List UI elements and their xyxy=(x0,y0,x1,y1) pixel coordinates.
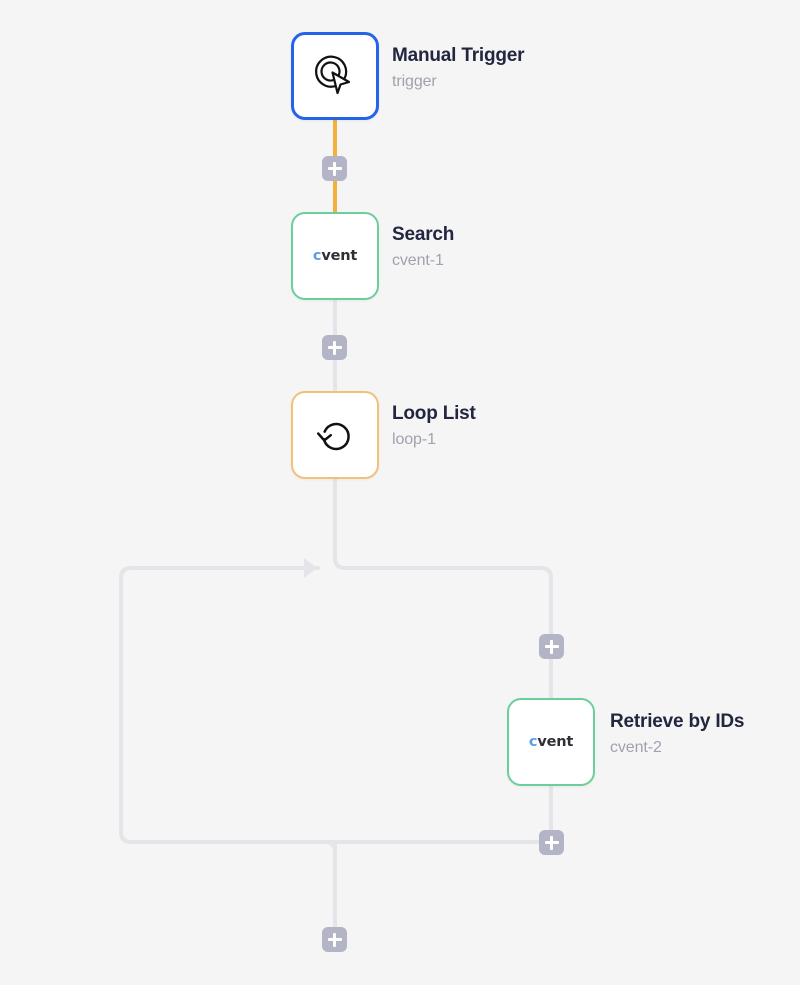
cursor-target-icon xyxy=(309,50,361,102)
node-subtitle: cvent-2 xyxy=(610,738,662,756)
workflow-node-cvent-2[interactable]: cvent xyxy=(507,698,595,786)
plus-vertical-bar-icon xyxy=(550,639,553,654)
add-node-button-loop-body-top[interactable] xyxy=(539,634,564,659)
node-subtitle: loop-1 xyxy=(392,430,436,448)
edge-body-back-to-loop xyxy=(119,566,553,844)
node-title: Loop List xyxy=(392,403,476,424)
plus-vertical-bar-icon xyxy=(550,835,553,850)
cvent-logo-icon: cvent xyxy=(525,716,577,768)
node-title: Retrieve by IDs xyxy=(610,711,745,732)
workflow-node-cvent-1[interactable]: cvent xyxy=(291,212,379,300)
edge-loop-to-body xyxy=(333,477,553,700)
cvent-logo-lead: c xyxy=(528,733,538,750)
node-label-cvent-1: Search cvent-1 xyxy=(392,223,454,272)
cvent-logo-rest: vent xyxy=(321,247,358,264)
node-subtitle: trigger xyxy=(392,72,437,90)
cvent-logo-lead: c xyxy=(312,247,322,264)
edge-loop-exit-joint xyxy=(288,840,337,854)
node-label-loop-1: Loop List loop-1 xyxy=(392,402,476,451)
cvent-logo-icon: cvent xyxy=(309,230,361,282)
workflow-node-trigger[interactable] xyxy=(291,32,379,120)
plus-vertical-bar-icon xyxy=(333,340,336,355)
add-node-button-after-loop[interactable] xyxy=(322,927,347,952)
node-title: Manual Trigger xyxy=(392,45,525,66)
add-node-button-after-search[interactable] xyxy=(322,335,347,360)
node-label-trigger: Manual Trigger trigger xyxy=(392,44,525,93)
node-subtitle: cvent-1 xyxy=(392,251,444,269)
add-node-button-after-trigger[interactable] xyxy=(322,156,347,181)
cvent-logo-rest: vent xyxy=(537,733,574,750)
node-label-cvent-2: Retrieve by IDs cvent-2 xyxy=(610,710,744,759)
node-title: Search xyxy=(392,224,455,245)
plus-vertical-bar-icon xyxy=(333,161,336,176)
workflow-node-loop-1[interactable] xyxy=(291,391,379,479)
loop-return-arrow-icon xyxy=(304,558,317,578)
loop-refresh-icon xyxy=(309,409,361,461)
add-node-button-loop-body-end[interactable] xyxy=(539,830,564,855)
plus-vertical-bar-icon xyxy=(333,932,336,947)
